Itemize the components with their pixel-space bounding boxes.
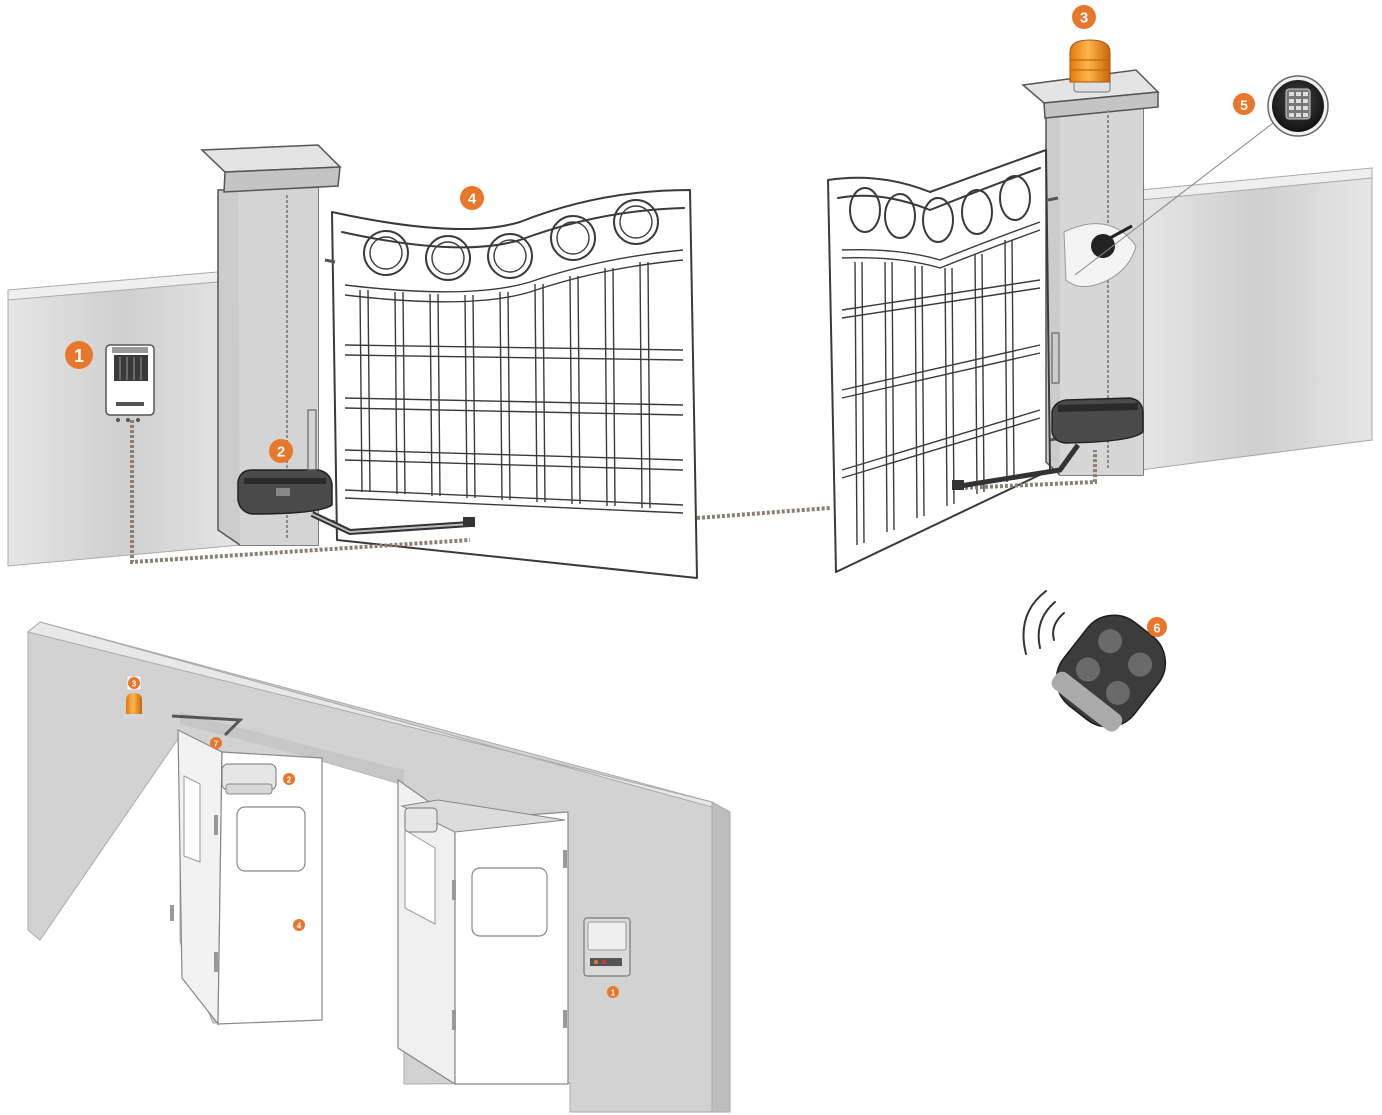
bottom-control-box-icon: [584, 918, 630, 976]
right-wall: [1140, 168, 1372, 470]
signal-waves-icon: [1024, 591, 1065, 654]
svg-text:7: 7: [214, 740, 219, 749]
top-scene: 1 2 3 4 5 6: [8, 5, 1372, 740]
left-folding-door: [170, 716, 322, 1024]
badge-1: 1: [65, 341, 93, 369]
bottom-badge-7: 7: [210, 737, 222, 749]
svg-text:1: 1: [74, 346, 84, 366]
svg-text:6: 6: [1153, 621, 1160, 636]
right-gate-leaf: [828, 150, 1060, 572]
svg-text:4: 4: [297, 922, 302, 931]
left-gate-leaf: [325, 190, 697, 578]
cable-between-gates: [697, 508, 830, 518]
bottom-badge-1: 1: [607, 986, 619, 998]
bottom-badge-3: 3: [127, 676, 141, 690]
bottom-scene: 3 7 2 4 1: [28, 622, 730, 1112]
badge-5: 5: [1233, 93, 1255, 115]
svg-text:3: 3: [132, 680, 137, 689]
badge-6: 6: [1147, 617, 1167, 637]
svg-text:2: 2: [287, 776, 292, 785]
svg-text:1: 1: [611, 989, 616, 998]
bottom-badge-4: 4: [293, 919, 305, 931]
warning-lamp-icon: [1070, 40, 1110, 92]
svg-text:3: 3: [1080, 10, 1088, 27]
badge-4: 4: [460, 186, 484, 210]
badge-2: 2: [269, 439, 293, 463]
remote-control-icon: [1024, 591, 1180, 740]
svg-text:2: 2: [277, 444, 285, 461]
keypad-icon: [1268, 76, 1328, 136]
bottom-badge-2: 2: [283, 773, 295, 785]
svg-text:4: 4: [468, 191, 477, 208]
control-box-icon: [106, 345, 154, 422]
badge-3: 3: [1072, 5, 1096, 29]
right-folding-door: [398, 780, 568, 1084]
bottom-warning-lamp-icon: [124, 693, 144, 719]
left-wall: [8, 270, 240, 566]
svg-text:5: 5: [1240, 97, 1248, 113]
